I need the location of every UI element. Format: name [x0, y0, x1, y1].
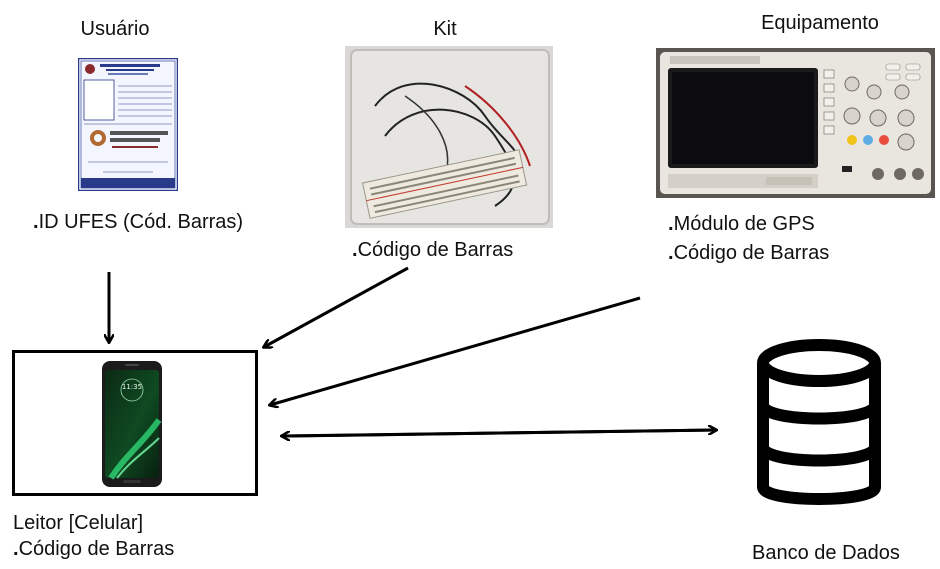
kit-bag-image	[345, 46, 553, 228]
equipment-heading: Equipamento	[761, 12, 879, 34]
arrow-database-to-reader	[282, 428, 717, 436]
arrow-equipment-to-reader	[270, 296, 641, 405]
reader-label-barcode: .Código de Barras	[13, 538, 175, 560]
kit-heading: Kit	[433, 18, 457, 40]
smartphone-image	[101, 360, 163, 488]
equipment-label-gps: .Módulo de GPS	[668, 213, 815, 235]
phone-clock: 11:35	[121, 383, 143, 391]
reader-box	[12, 350, 258, 496]
user-label: .ID UFES (Cód. Barras)	[33, 211, 244, 233]
database-label: Banco de Dados	[752, 542, 900, 564]
reader-label: Leitor [Celular]	[13, 512, 144, 534]
kit-label: .Código de Barras	[352, 239, 514, 261]
user-heading: Usuário	[80, 18, 150, 40]
arrow-kit-to-reader	[264, 266, 409, 347]
student-id-card-image	[77, 57, 179, 192]
database-icon	[755, 337, 883, 517]
oscilloscope-image	[656, 48, 935, 198]
equipment-label-barcode: .Código de Barras	[668, 242, 830, 264]
